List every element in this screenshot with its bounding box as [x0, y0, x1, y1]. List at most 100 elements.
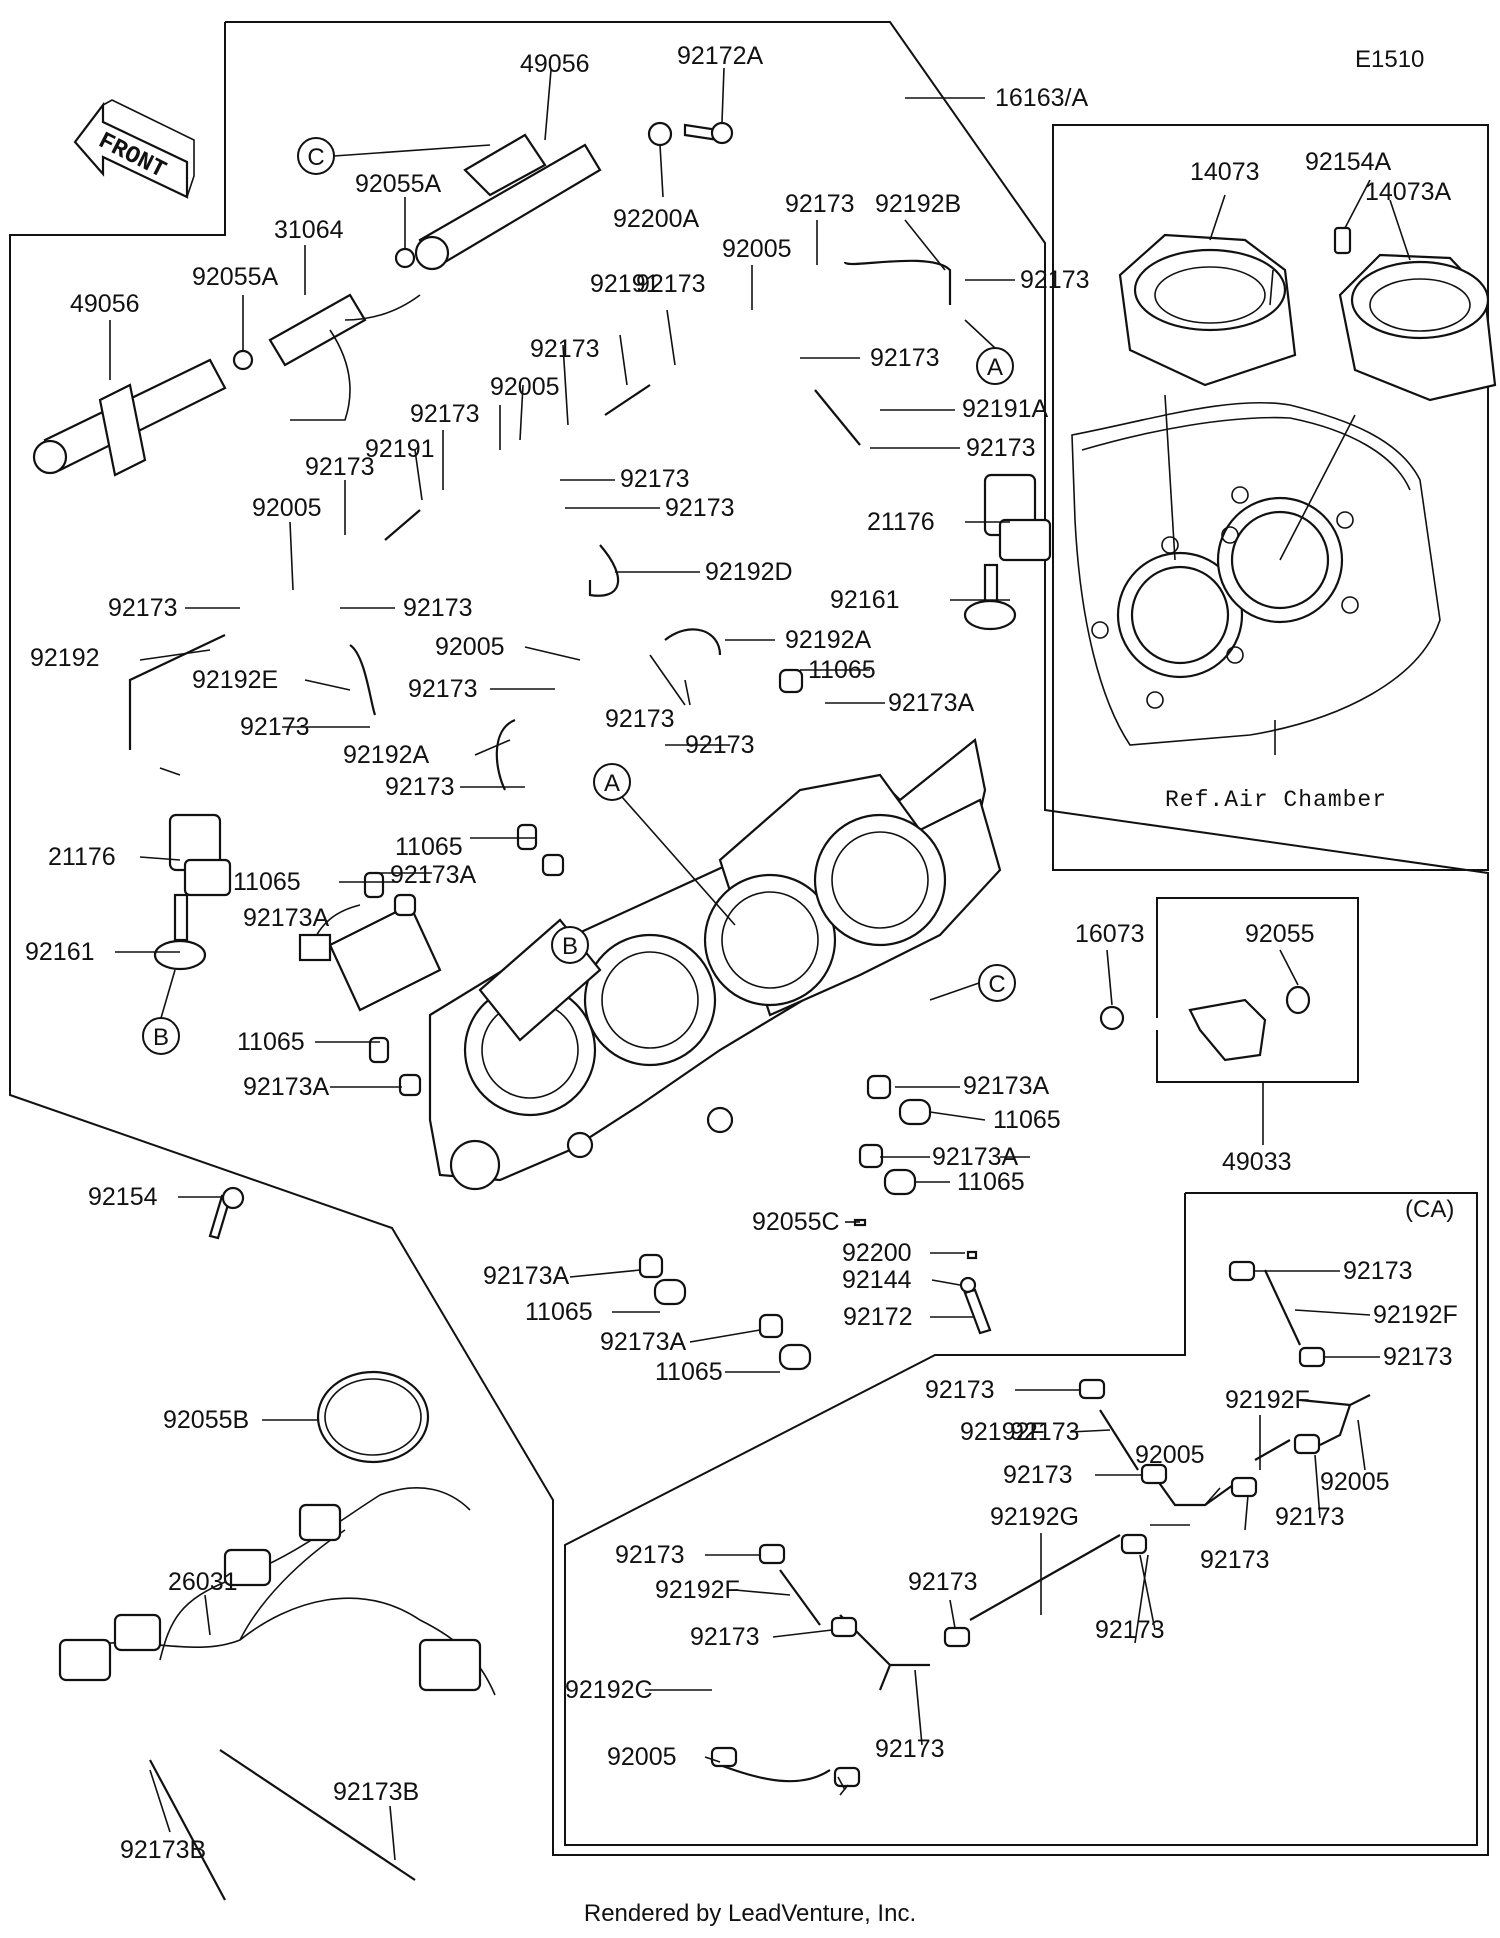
part-label: 92173 — [240, 713, 310, 741]
part-label: 92173 — [1200, 1546, 1270, 1574]
part-label: 49056 — [70, 290, 140, 318]
callout-b-left-leader — [160, 969, 176, 1019]
part-label: 92192C — [565, 1676, 653, 1704]
svg-text:B: B — [153, 1024, 169, 1051]
part-label: 92173 — [925, 1376, 995, 1404]
part-label: 92173 — [108, 594, 178, 622]
hose-92192d — [588, 544, 620, 597]
part-label: 92055B — [163, 1406, 249, 1434]
sensor-21176-right — [983, 473, 1052, 562]
part-label: 11065 — [233, 868, 301, 896]
part-label: 11065 — [395, 833, 463, 861]
part-label: 92200A — [613, 205, 700, 233]
part-label: 14073 — [1190, 158, 1260, 186]
ca-inset-frame — [564, 1192, 1478, 1846]
injector-31064 — [268, 293, 421, 421]
front-arrow-icon: FRONT — [73, 99, 195, 199]
part-label: 92192B — [875, 190, 961, 218]
callout-circle-c-right: C — [978, 964, 1016, 1002]
part-label: 92173A — [932, 1143, 1019, 1171]
part-label: 92173 — [1343, 1257, 1413, 1285]
sensor-49033 — [1099, 985, 1311, 1062]
part-label: 92005 — [435, 633, 505, 661]
part-label: 92173 — [690, 1623, 760, 1651]
part-label: 49056 — [520, 50, 590, 78]
callout-circle-a-mid: A — [593, 763, 631, 801]
hose-92191-lower — [384, 509, 421, 541]
svg-text:A: A — [604, 770, 620, 797]
cable-tie-92173b-right — [219, 1749, 416, 1881]
part-label: 92173A — [243, 1073, 330, 1101]
part-label: 11065 — [655, 1358, 723, 1386]
screw-92172 — [963, 1288, 992, 1335]
part-label: 92192F — [655, 1576, 740, 1604]
throttle-body-assembly — [298, 738, 1002, 1191]
part-label: 92173 — [875, 1735, 945, 1763]
part-label: 31064 — [274, 216, 344, 244]
wire-harness-26031 — [58, 1487, 496, 1696]
gasket-92055b — [316, 1370, 430, 1464]
callout-c-top-leader — [333, 144, 491, 157]
throttle-body-fittings — [363, 668, 932, 1371]
part-label: 11065 — [808, 656, 876, 684]
part-label: 92173B — [120, 1836, 206, 1864]
part-label: 26031 — [168, 1568, 238, 1596]
o-ring-92055a-lower — [232, 349, 254, 371]
callout-circle-b-left: B — [142, 1017, 180, 1055]
bolt-92154a — [1333, 226, 1352, 255]
part-label: 92173A — [243, 904, 330, 932]
bolt-head-92154 — [221, 1186, 245, 1210]
sensor-bracket-frame — [1156, 897, 1359, 1083]
part-label: 92173 — [1010, 1418, 1080, 1446]
callout-a-mid-leader — [621, 796, 736, 926]
part-label: 11065 — [237, 1028, 305, 1056]
part-label: 92055A — [192, 263, 279, 291]
hose-92191a — [814, 389, 861, 446]
part-label: 16073 — [1075, 920, 1145, 948]
part-label: 92173 — [908, 1568, 978, 1596]
part-label: 92191A — [962, 395, 1049, 423]
part-label: 92172A — [677, 42, 764, 70]
part-label: 92191 — [365, 435, 435, 463]
callout-circle-b-right: B — [551, 926, 589, 964]
callout-a-top-leader — [964, 319, 996, 349]
part-label: 92005 — [607, 1743, 677, 1771]
part-label: 92055 — [1245, 920, 1315, 948]
part-label: 92154 — [88, 1183, 158, 1211]
air-chamber-inset-frame — [1052, 124, 1489, 871]
part-label: 92173 — [305, 453, 375, 481]
hose-92192e — [349, 644, 377, 716]
part-label: 92055A — [355, 170, 442, 198]
washer-92200a — [647, 121, 673, 147]
part-label: 14073A — [1365, 178, 1452, 206]
part-label: 92173A — [600, 1328, 687, 1356]
leader-lines — [109, 67, 1411, 1861]
part-label: 92005 — [252, 494, 322, 522]
part-label: 92173 — [403, 594, 473, 622]
part-label: 92161 — [830, 586, 900, 614]
callout-circle-a-top: A — [976, 347, 1014, 385]
part-label: 92173 — [1020, 266, 1090, 294]
part-label: 92173 — [1003, 1461, 1073, 1489]
air-chamber-illustration — [1071, 401, 1441, 746]
sensor-21176-left — [168, 813, 232, 897]
hose-92192a-lower — [495, 718, 516, 791]
part-label: 92144 — [842, 1266, 912, 1294]
part-label: 92173B — [333, 1778, 419, 1806]
callout-circle-c-top: C — [297, 137, 335, 175]
part-label: 92173A — [483, 1262, 570, 1290]
part-label: 92192F — [1225, 1386, 1310, 1414]
part-label: 16163/A — [995, 84, 1088, 112]
part-label: 92173 — [1095, 1616, 1165, 1644]
svg-text:B: B — [562, 933, 578, 960]
part-label: 92192D — [705, 558, 793, 586]
svg-text:A: A — [987, 354, 1003, 381]
screw-head-92172a — [710, 121, 734, 145]
part-label: 92173 — [605, 705, 675, 733]
fuel-rail-upper — [414, 133, 602, 271]
part-label: 92192F — [1373, 1301, 1458, 1329]
part-label: 92173A — [390, 861, 477, 889]
part-label: 92161 — [25, 938, 95, 966]
svg-text:C: C — [307, 144, 324, 171]
intake-funnel-14073a — [1338, 253, 1497, 402]
